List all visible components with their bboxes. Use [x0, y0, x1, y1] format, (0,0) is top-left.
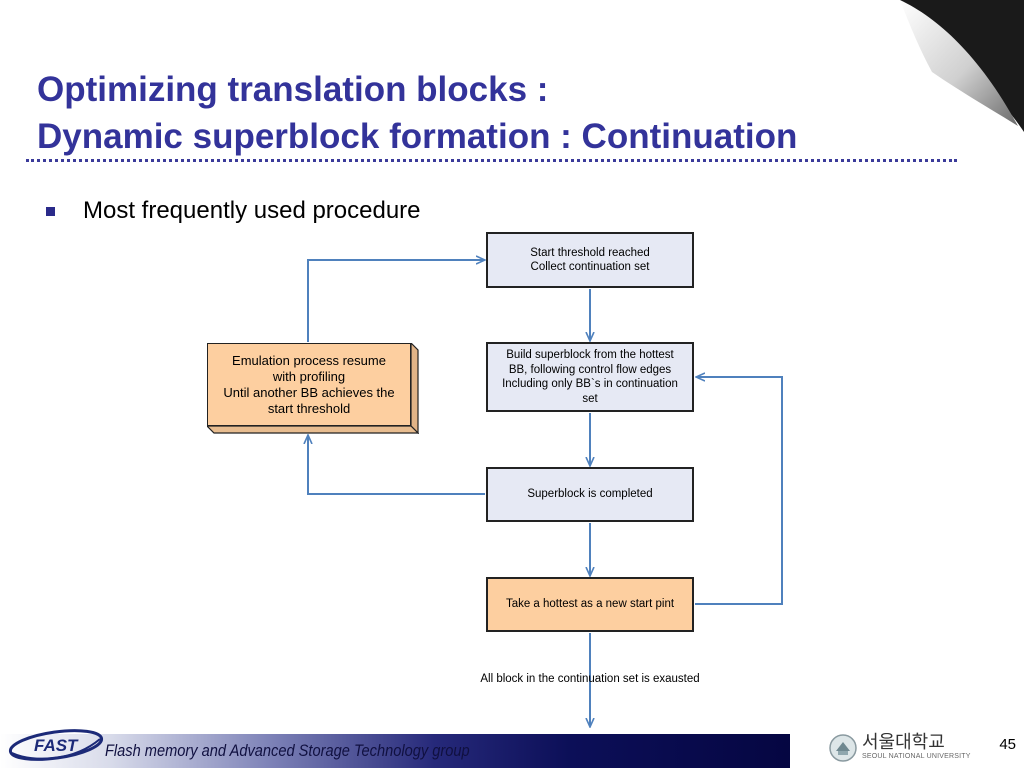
node-text-line: Build superblock from the hottest [506, 349, 674, 361]
footer-group-name: Flash memory and Advanced Storage Techno… [105, 741, 470, 760]
title-divider [26, 159, 957, 162]
edge-completed-to-emulation [308, 436, 485, 495]
node-text-line: Superblock is completed [527, 488, 653, 501]
page-curl-decoration [900, 0, 1024, 132]
node-take-hottest: Take a hottest as a new start pint [486, 577, 694, 632]
page-number: 45 [999, 736, 1016, 753]
node-text-line: with profiling [272, 368, 346, 384]
university-name-english: SEOUL NATIONAL UNIVERSITY [862, 753, 971, 760]
edge-take-to-build [695, 377, 783, 605]
bullet-square-icon [46, 207, 55, 216]
title-line-2: Dynamic superblock formation : Continuat… [37, 117, 798, 156]
node-text-line: Until another BB achieves the [223, 384, 395, 400]
footer-band [0, 734, 790, 768]
snu-emblem-icon [829, 734, 857, 762]
node-start-threshold: Start threshold reached Collect continua… [486, 232, 694, 288]
fast-logo-text: FAST [34, 736, 79, 755]
edge-emulation-to-start [307, 260, 484, 342]
node-text-line: Start threshold reached [530, 246, 650, 259]
title-line-1: Optimizing translation blocks : [37, 70, 549, 109]
slide-title: Optimizing translation blocks : Dynamic … [37, 66, 937, 160]
university-name-korean: 서울대학교 [862, 732, 945, 752]
node-text-line: Emulation process resume [232, 352, 386, 368]
fast-logo: FAST [8, 729, 104, 761]
node-emulation-resume: Emulation process resume with profiling … [207, 343, 411, 426]
node-text-line: set [582, 392, 598, 405]
node-text-line: BB, following control flow edges [508, 363, 672, 376]
node-superblock-completed: Superblock is completed [486, 467, 694, 522]
node-build-superblock: Build superblock from the hottest BB, fo… [486, 342, 694, 412]
node-text-line: Including only BB`s in continuation [502, 378, 678, 390]
node-text-line: Take a hottest as a new start pint [505, 598, 675, 611]
node-text-line: Collect continuation set [530, 261, 650, 273]
bullet-text: Most frequently used procedure [83, 197, 421, 224]
edge-label-exhausted: All block in the continuation set is exa… [480, 673, 700, 685]
node-emulation-bevel [207, 343, 419, 434]
node-text-line: start threshold [267, 400, 351, 416]
